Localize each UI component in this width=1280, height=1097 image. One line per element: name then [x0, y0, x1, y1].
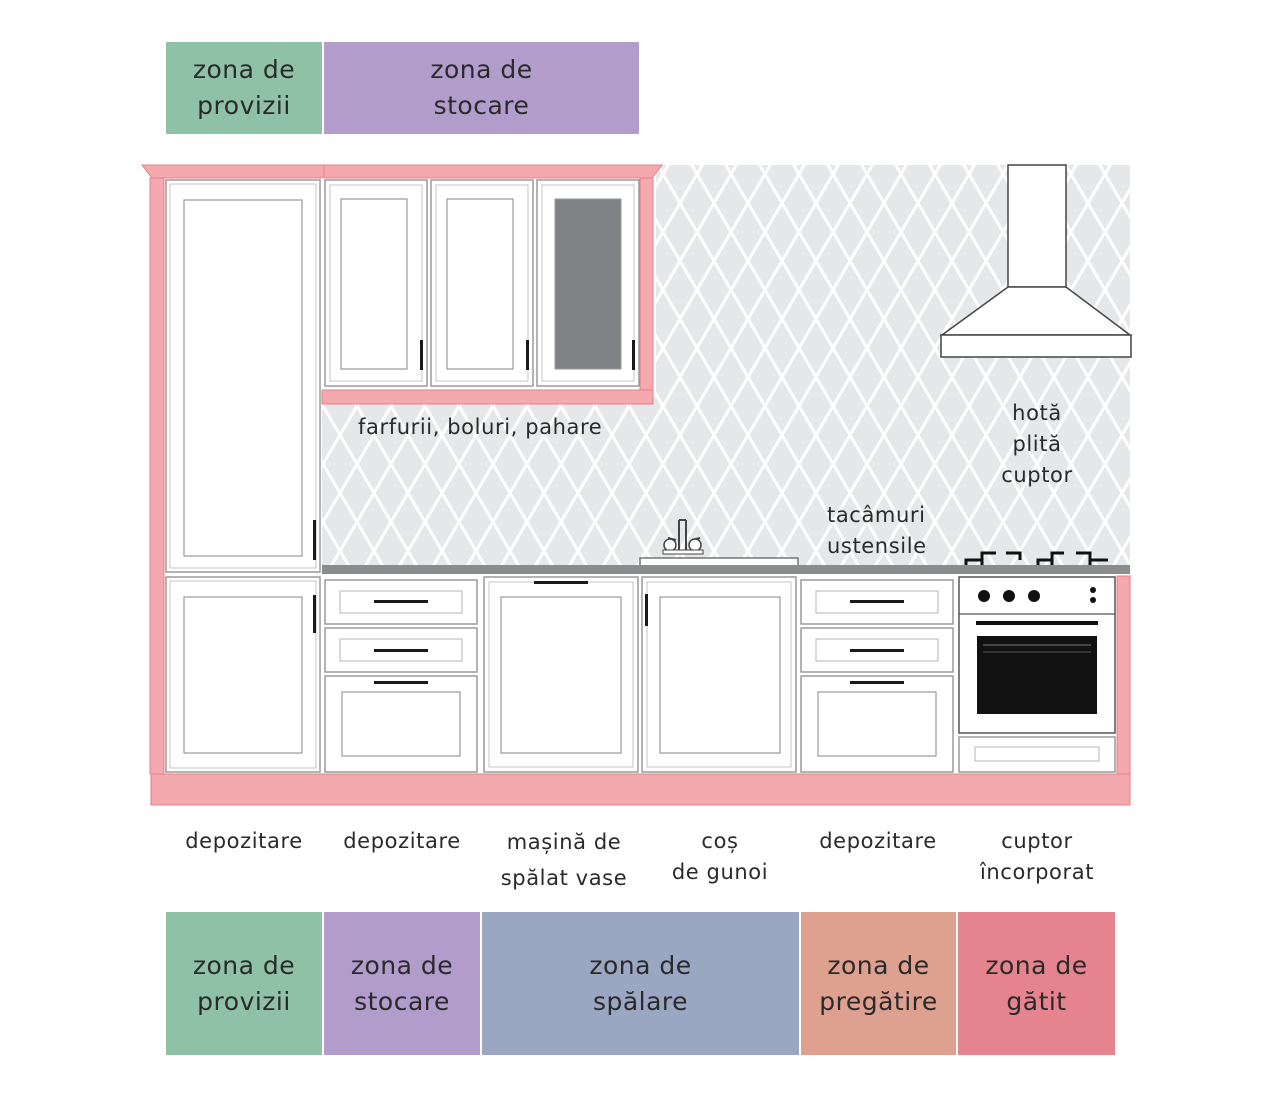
hood-base [940, 334, 1132, 358]
base-cabinets [324, 575, 1131, 775]
drawer-3 [324, 675, 478, 773]
prep-tools-label: tacâmuri ustensile [827, 503, 927, 558]
zone-cooking: zona de gătit [958, 912, 1115, 1055]
upper-cabinets-label: farfurii, boluri, pahare [358, 415, 603, 439]
glass-panel [554, 198, 622, 370]
zone-provisions: zona de provizii [166, 912, 322, 1055]
faucet-icon [667, 519, 701, 552]
oven-drawer [958, 736, 1116, 773]
base-label-dishwasher: mașină de spălat vase [500, 830, 628, 890]
top-zone-storage: zona de stocare [324, 42, 639, 134]
oven-window [977, 636, 1097, 714]
wall-door-1 [324, 179, 428, 387]
plinth [150, 773, 1131, 806]
pantry-lower-door [165, 576, 321, 773]
wall-door-3-handle [632, 340, 635, 370]
base-side-right [1116, 575, 1131, 775]
range-hood [939, 164, 1133, 358]
trash-door [641, 576, 797, 773]
base-label-oven: cuptor încorporat [979, 829, 1095, 884]
wall-side-right [639, 177, 654, 391]
sink-rim [639, 557, 799, 567]
top-zone-provisions: zona de provizii [166, 42, 322, 134]
zone-washing: zona de spălare [482, 912, 799, 1055]
drawer-6 [800, 675, 954, 773]
hood-chimney [1007, 164, 1067, 288]
knob-icon [1003, 590, 1015, 602]
zone-storage: zona de stocare [324, 912, 480, 1055]
dishwasher-panel [483, 576, 639, 773]
base-label-storage: depozitare [343, 829, 461, 853]
base-label-pantry: depozitare [185, 829, 303, 853]
cooking-appliances-label: hotă plită cuptor [1001, 401, 1073, 487]
wall-door-1-handle [420, 340, 423, 370]
zone-preparation: zona de pregătire [801, 912, 956, 1055]
pantry-upper-handle [313, 520, 316, 560]
wall-door-2-handle [526, 340, 529, 370]
pantry-upper-door [165, 179, 321, 573]
pantry-side-left [149, 177, 165, 775]
knob-icon [1028, 590, 1040, 602]
pantry-lower-handle [313, 595, 316, 633]
sink [639, 519, 799, 567]
oven-handle [976, 621, 1098, 625]
built-in-oven [958, 576, 1116, 773]
base-label-prep-storage: depozitare [819, 829, 937, 853]
base-label-trash: coș de gunoi [671, 829, 769, 884]
hob-grates [964, 551, 1108, 565]
wall-door-2 [430, 179, 534, 387]
wall-crown [323, 164, 664, 179]
countertop [322, 565, 1130, 574]
drawer-2 [324, 627, 478, 673]
wall-cabinets [321, 164, 664, 405]
knob-icon [978, 590, 990, 602]
pantry-crown [140, 164, 334, 179]
pantry-cabinet [140, 164, 334, 775]
wall-bottom-rail [321, 389, 654, 405]
